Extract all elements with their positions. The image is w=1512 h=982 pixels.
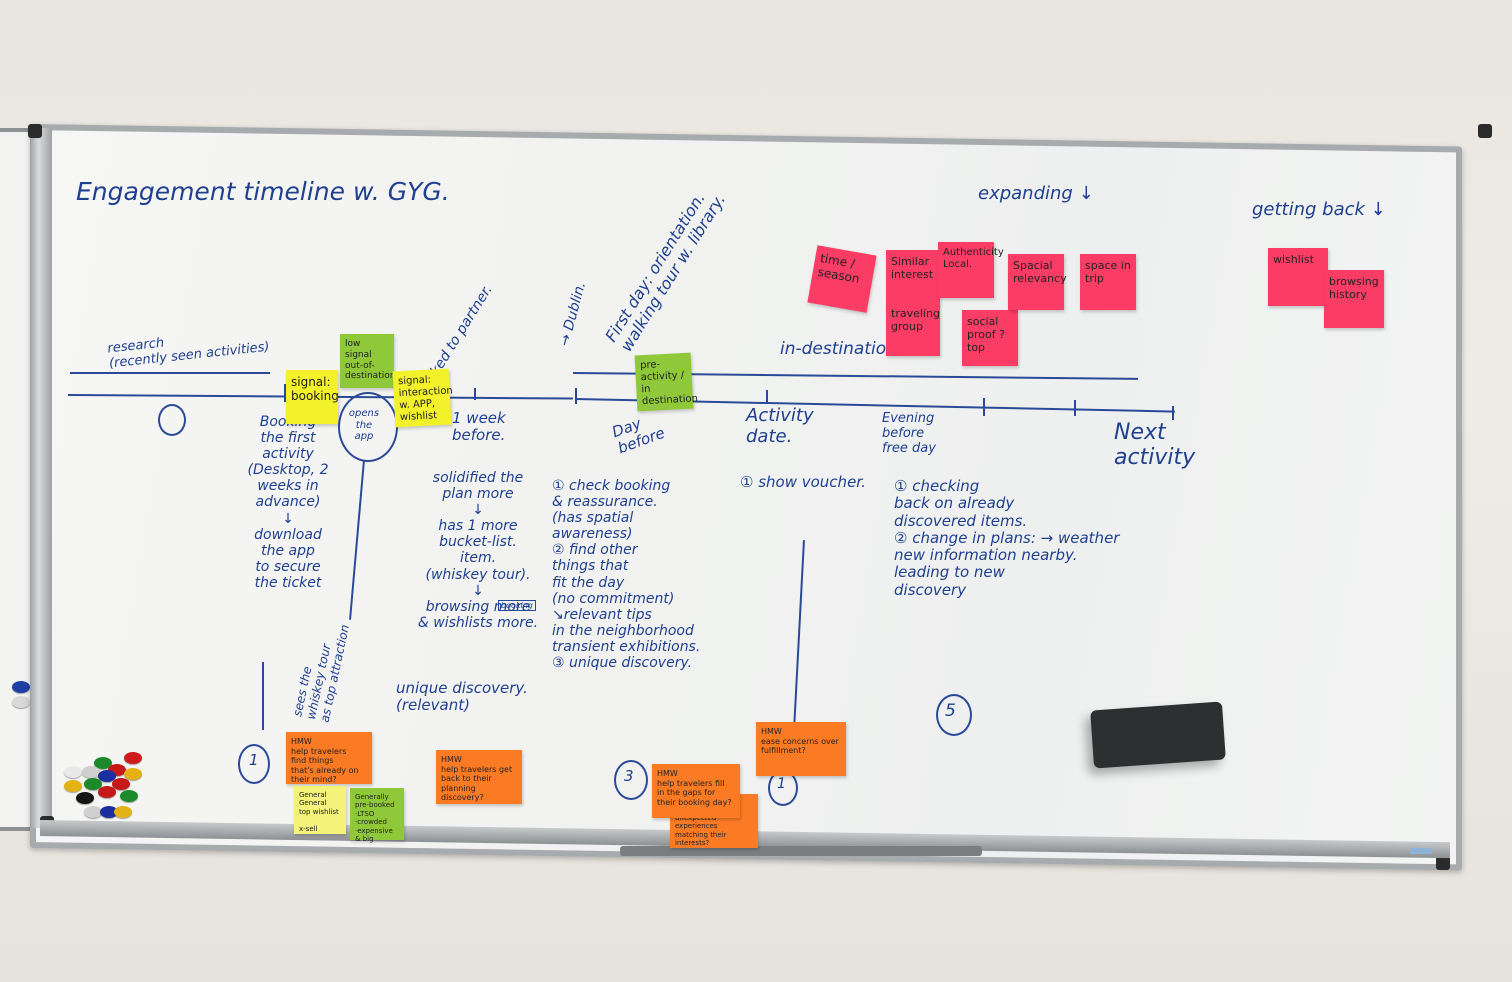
day-before-column: ① check booking & reassurance. (has spat… (552, 478, 701, 672)
tick (1172, 406, 1174, 420)
tick (1074, 400, 1076, 416)
sticky-signal-interaction: signal: interaction w. APP, wishlist (392, 368, 453, 428)
down-arrow-line (262, 662, 264, 730)
sticky-hmw-get-back: HMW help travelers get back to their pla… (436, 750, 522, 804)
magnet (124, 752, 142, 764)
magnet-blue (12, 681, 30, 693)
in-destination-label: in-destination. (780, 339, 903, 359)
sticky-hmw-ease-concerns: HMW ease concerns over fulfillment? (756, 722, 846, 776)
week-before-discovery: unique discovery. (relevant) (396, 679, 528, 715)
sticky-signal-booking: signal: booking (286, 370, 339, 424)
sticky-similar-interest: Similar interest (886, 250, 940, 304)
sticky-traveling-group: traveling group (886, 302, 940, 356)
circled-number (936, 694, 972, 736)
tick-label-evening: Evening before free day (882, 411, 936, 456)
magnet (124, 768, 142, 780)
sticky-general-top: General General top wishlist x-sell (294, 786, 346, 834)
circled-number-label: 1 (249, 751, 259, 769)
circled-number (238, 744, 270, 784)
magnet (76, 792, 94, 804)
sticky-browsing-history: browsing history (1324, 270, 1384, 328)
frame-corner-bottom-right (1436, 856, 1450, 870)
evening-column: ① checking back on already discovered it… (894, 477, 1120, 599)
booking-tag: booking (498, 600, 536, 612)
magnet (84, 806, 102, 818)
frame-corner-top-left (28, 124, 42, 138)
week-before-column: solidified the plan more ↓ has 1 more bu… (417, 470, 539, 631)
sticky-generally-prebooked: Generally pre-booked ·LTSO ·crowded ·exp… (350, 788, 404, 843)
sticky-space-in-trip: space in trip (1080, 254, 1136, 310)
circled-number (614, 760, 648, 800)
whiteboard-frame-rail (30, 128, 52, 828)
sticky-low-signal: low signal out-of- destination (340, 334, 395, 388)
circled-number-label: 5 (945, 701, 956, 721)
sticky-authenticity: Authenticity Local. (938, 242, 1004, 298)
magnet (112, 778, 130, 790)
sticky-pre-activity: pre- activity / in destination (634, 352, 698, 412)
magnet (94, 757, 112, 769)
sticky-spacial-relevancy: Spacial relevancy (1008, 254, 1067, 310)
magnet (120, 790, 138, 802)
tick-label-next-activity: Next activity (1114, 420, 1196, 471)
activity-date-column: ① show voucher. (740, 473, 866, 491)
empty-circle (158, 404, 186, 436)
tick-label-activity-date: Activity date. (746, 405, 814, 447)
circled-number-label: 3 (624, 767, 634, 785)
circled-number-label: 1 (777, 776, 786, 792)
tick (284, 384, 286, 402)
sticky-hmw-fill-gaps: HMW help travelers fill in the gaps for … (652, 764, 740, 818)
magnet (98, 770, 116, 782)
magnet (98, 786, 116, 798)
marker-tray-lip (620, 846, 982, 856)
sticky-social-proof: social proof ? top (962, 310, 1018, 366)
tick (983, 398, 985, 416)
magnet (114, 806, 132, 818)
tick-label-week-before: 1 week before. (452, 409, 506, 445)
magnet-white (12, 696, 30, 708)
booking-column: Booking the first activity (Desktop, 2 w… (247, 414, 329, 591)
tick (575, 388, 577, 404)
board-title: Engagement timeline w. GYG. (76, 177, 450, 206)
frame-corner-top-right (1478, 124, 1492, 138)
getting-back-header: getting back ↓ (1252, 199, 1386, 220)
tick (474, 388, 476, 400)
magnet (100, 806, 118, 818)
magnet (64, 780, 82, 792)
sticky-wishlist: wishlist (1268, 248, 1328, 306)
tick (766, 390, 768, 402)
research-line (70, 372, 270, 374)
sticky-hmw-find-things: HMW help travelers find things that's al… (286, 732, 372, 784)
magnet (82, 766, 100, 778)
magnet (64, 766, 82, 778)
opens-app-label: opens the app (348, 408, 380, 442)
magnet (84, 778, 102, 790)
whiteboard-eraser (1090, 701, 1226, 769)
brand-label (1410, 848, 1432, 854)
expanding-header: expanding ↓ (978, 183, 1094, 204)
sticky-time-season: time / season (807, 245, 877, 313)
